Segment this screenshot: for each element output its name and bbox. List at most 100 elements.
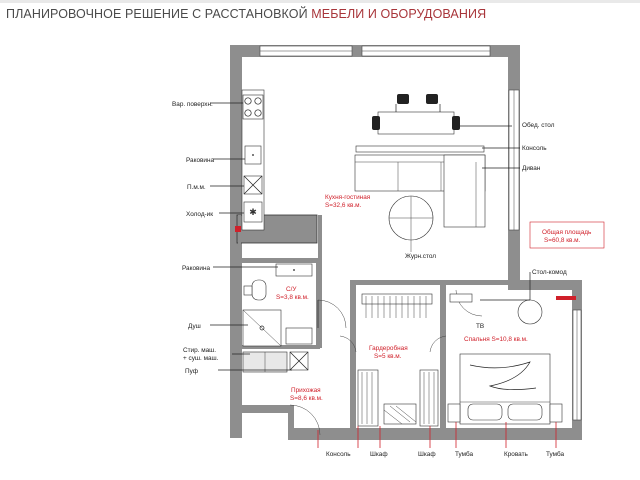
chair-icon <box>426 94 438 104</box>
total-area-box <box>529 221 605 249</box>
right-step-wall <box>508 280 581 290</box>
console <box>355 145 485 153</box>
page-title-main: ПЛАНИРОВОЧНОЕ РЕШЕНИЕ С РАССТАНОВКОЙ <box>6 7 312 21</box>
label-washer-line2: + суш. маш. <box>183 355 219 362</box>
bathroom <box>242 263 313 347</box>
door-arc <box>429 335 447 353</box>
burner-icon <box>254 109 262 117</box>
hangers <box>365 296 427 318</box>
label-sofa: Диван <box>522 165 541 172</box>
room-bedroom-name: Спальня S=10,8 кв.м. <box>464 336 528 343</box>
dresser-table <box>517 299 543 325</box>
wardrobe-shelf <box>361 293 433 305</box>
dining-set <box>372 94 460 135</box>
bedroom <box>447 293 563 425</box>
label-dining-table: Обед. стол <box>522 121 555 129</box>
room-kitchen-name: Кухня-гостиная <box>325 194 371 201</box>
room-kitchen-area: S=32,6 кв.м. <box>325 202 362 209</box>
dining-table <box>377 111 455 135</box>
drain-icon <box>252 154 254 156</box>
sofa-chaise <box>443 154 486 228</box>
label-sink-bath: Раковина <box>182 265 211 272</box>
label-coffee-table: Журн.стол <box>405 253 436 260</box>
blanket-icon <box>469 361 537 390</box>
shower-diagonal <box>242 309 282 347</box>
leader-lines <box>210 102 531 371</box>
label-sink-kitchen: Раковина <box>186 157 215 164</box>
wardrobe-left-wall <box>350 280 356 430</box>
burner-icon <box>244 97 252 105</box>
bottom-outer-wall <box>288 428 582 440</box>
label-bottom-wardrobe: Шкаф <box>418 451 436 458</box>
room-bathroom-area: S=3,8 кв.м. <box>276 294 309 301</box>
fridge-icon <box>243 201 263 223</box>
bath-top-wall <box>240 258 318 263</box>
washer-cabinet <box>285 327 313 345</box>
entry-wall-stub <box>230 405 290 413</box>
page-title: ПЛАНИРОВОЧНОЕ РЕШЕНИЕ С РАССТАНОВКОЙ МЕБ… <box>6 7 486 21</box>
pillow-icon <box>467 403 503 421</box>
left-outer-wall <box>230 45 242 438</box>
living-set <box>354 145 486 252</box>
wardrobe-room <box>357 293 439 427</box>
room-bathroom-name: С/У <box>286 286 297 293</box>
page-title-accent: МЕБЕЛИ И ОБОРУДОВАНИЯ <box>311 7 487 21</box>
label-tv: ТВ <box>476 323 484 330</box>
chair-icon <box>397 94 409 104</box>
snowflake-icon: ✱ <box>249 207 257 217</box>
door-arc <box>317 299 347 329</box>
label-bottom-bed: Кровать <box>504 451 528 458</box>
room-hall-name: Прихожая <box>291 387 321 394</box>
label-washer-line1: Стир. маш. <box>183 347 216 354</box>
kitchen-bottom-wall <box>350 280 510 285</box>
bath-bottom-wall <box>240 345 320 349</box>
label-bottom-console: Консоль <box>326 451 351 458</box>
label-shower: Душ <box>188 323 201 330</box>
total-area-label: Общая площадь <box>542 228 592 236</box>
nightstand-left <box>447 403 461 423</box>
entry-wall-corner <box>288 405 294 440</box>
wardrobe-left <box>357 369 379 427</box>
tv-unit <box>449 293 473 303</box>
hall-equipment <box>242 351 309 373</box>
windows <box>259 45 582 421</box>
shower-drain-icon <box>259 325 265 331</box>
red-marker <box>235 226 241 232</box>
partition-stub-left <box>238 215 241 260</box>
drain-icon <box>293 269 295 271</box>
label-fridge: Холод-ик <box>186 211 213 218</box>
label-pouf: Пуф <box>185 368 198 375</box>
label-hob: Вар. поверхн. <box>172 101 213 108</box>
room-hall-area: S=8,6 кв.м. <box>290 395 323 402</box>
red-markers <box>235 221 605 448</box>
wardrobe-right-wall <box>440 283 446 430</box>
top-divider <box>0 0 640 3</box>
label-dishwasher: П.м.м. <box>187 184 206 191</box>
hob-icon <box>242 94 264 120</box>
door-arc <box>339 335 357 353</box>
burner-icon <box>254 97 262 105</box>
label-bottom-nightstand: Тумба <box>455 450 474 458</box>
pillow-icon <box>507 403 543 421</box>
label-bottom-nightstand: Тумба <box>546 450 565 458</box>
nightstand-right <box>549 403 563 423</box>
partition-stub <box>318 215 322 260</box>
pouf-cross <box>289 351 309 371</box>
entry-door-arc <box>289 404 321 436</box>
room-wardrobe-name: Гардеробная <box>369 344 408 352</box>
bath-right-wall <box>316 258 322 348</box>
room-wardrobe-area: S=5 кв.м. <box>374 353 402 360</box>
dishwasher-cross <box>243 175 263 195</box>
toilet-tank-icon <box>243 285 253 296</box>
label-bottom-wardrobe: Шкаф <box>370 451 388 458</box>
red-marker <box>556 296 576 300</box>
chair-icon <box>452 116 460 130</box>
toilet-icon <box>251 279 267 301</box>
chair-icon <box>372 116 380 130</box>
burner-icon <box>244 109 252 117</box>
label-dresser: Стол-комод <box>532 269 567 276</box>
label-console: Консоль <box>522 145 547 152</box>
kitchen-counter: ✱ <box>241 89 265 231</box>
total-area-value: S=60,8 кв.м. <box>544 237 581 244</box>
